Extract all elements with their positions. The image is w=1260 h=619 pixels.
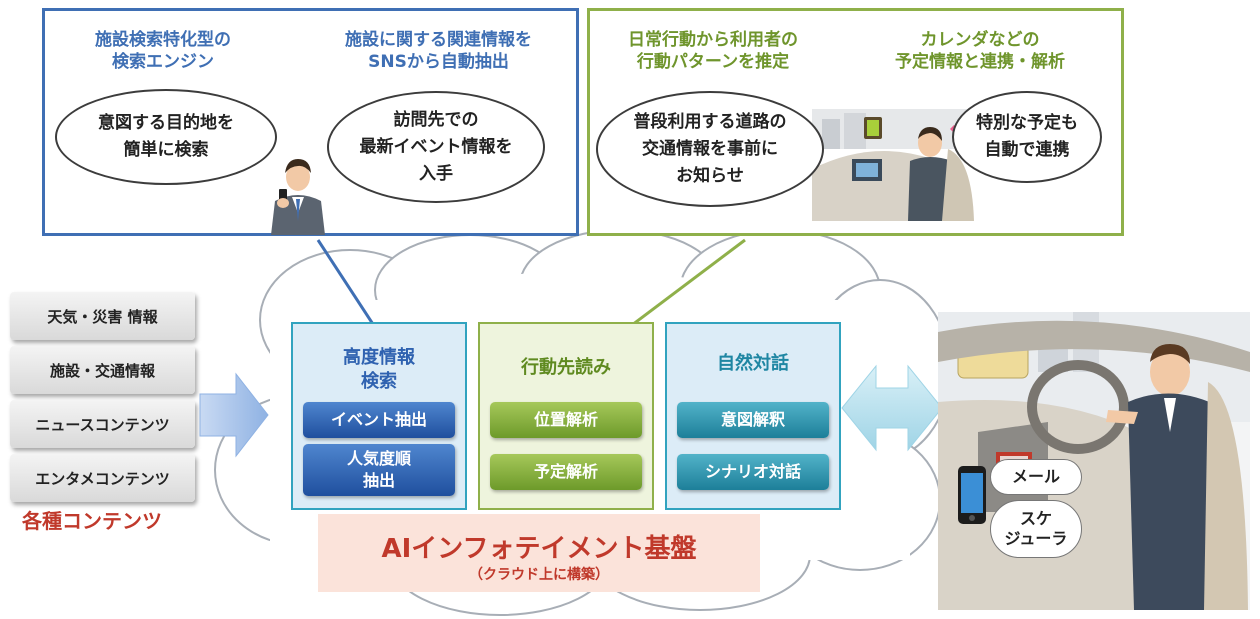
source-entertainment-content: エンタメコンテンツ: [10, 454, 195, 502]
source-news-content: ニュースコンテンツ: [10, 400, 195, 448]
bubble-mail: メール: [990, 459, 1082, 495]
pill-popularity-extraction: 人気度順 抽出: [303, 444, 455, 496]
column-title-natural-dialogue: 自然対話: [717, 353, 789, 374]
car-driver-illustration: [812, 109, 982, 221]
input-arrow-icon: [199, 372, 269, 458]
bubble-scheduler: スケ ジューラ: [990, 500, 1082, 558]
pill-event-extraction: イベント抽出: [303, 402, 455, 438]
panel-title-behavior-pattern: 日常行動から利用者の 行動パターンを推定: [628, 30, 798, 72]
pill-scenario-dialogue: シナリオ対話: [677, 454, 829, 490]
pill-location-analysis: 位置解析: [490, 402, 642, 438]
column-advanced-search: 高度情報 検索 イベント抽出 人気度順 抽出: [291, 322, 467, 510]
car-driver-photo: [938, 312, 1250, 610]
platform-subtitle: （クラウド上に構築）: [469, 567, 609, 583]
search-engine-panel: 施設検索特化型の 検索エンジン 施設に関する関連情報を SNSから自動抽出 意図…: [42, 8, 579, 236]
speech-bubble-traffic-info: 普段利用する道路の 交通情報を事前に お知らせ: [596, 91, 824, 207]
panel-title-search-engine: 施設検索特化型の 検索エンジン: [95, 30, 231, 72]
column-behavior-prediction: 行動先読み 位置解析 予定解析: [478, 322, 654, 510]
source-weather-disaster: 天気・災害 情報: [10, 292, 195, 340]
platform-title: AIインフォテイメント基盤: [381, 534, 697, 564]
column-title-advanced-search: 高度情報 検索: [343, 347, 415, 392]
column-natural-dialogue: 自然対話 意図解釈 シナリオ対話: [665, 322, 841, 510]
column-title-behavior-prediction: 行動先読み: [521, 357, 611, 378]
speech-bubble-event-info: 訪問先での 最新イベント情報を 入手: [327, 91, 545, 203]
panel-title-sns-extract: 施設に関する関連情報を SNSから自動抽出: [345, 30, 532, 72]
bidirectional-arrow-icon: [841, 364, 943, 452]
panel-title-calendar-link: カレンダなどの 予定情報と連携・解析: [895, 30, 1065, 72]
businessman-with-phone-icon: [271, 159, 325, 235]
behavior-prediction-panel: 日常行動から利用者の 行動パターンを推定 カレンダなどの 予定情報と連携・解析 …: [587, 8, 1124, 236]
speech-bubble-special-schedule: 特別な予定も 自動で連携: [952, 91, 1102, 183]
connector-blue: [316, 239, 384, 339]
speech-bubble-destination-search: 意図する目的地を 簡単に検索: [55, 89, 277, 185]
sources-caption: 各種コンテンツ: [22, 509, 162, 533]
pill-schedule-analysis: 予定解析: [490, 454, 642, 490]
platform-banner: AIインフォテイメント基盤 （クラウド上に構築）: [318, 514, 760, 592]
source-facility-traffic: 施設・交通情報: [10, 346, 195, 394]
smartphone-icon: [958, 466, 986, 524]
pill-intent-interpretation: 意図解釈: [677, 402, 829, 438]
